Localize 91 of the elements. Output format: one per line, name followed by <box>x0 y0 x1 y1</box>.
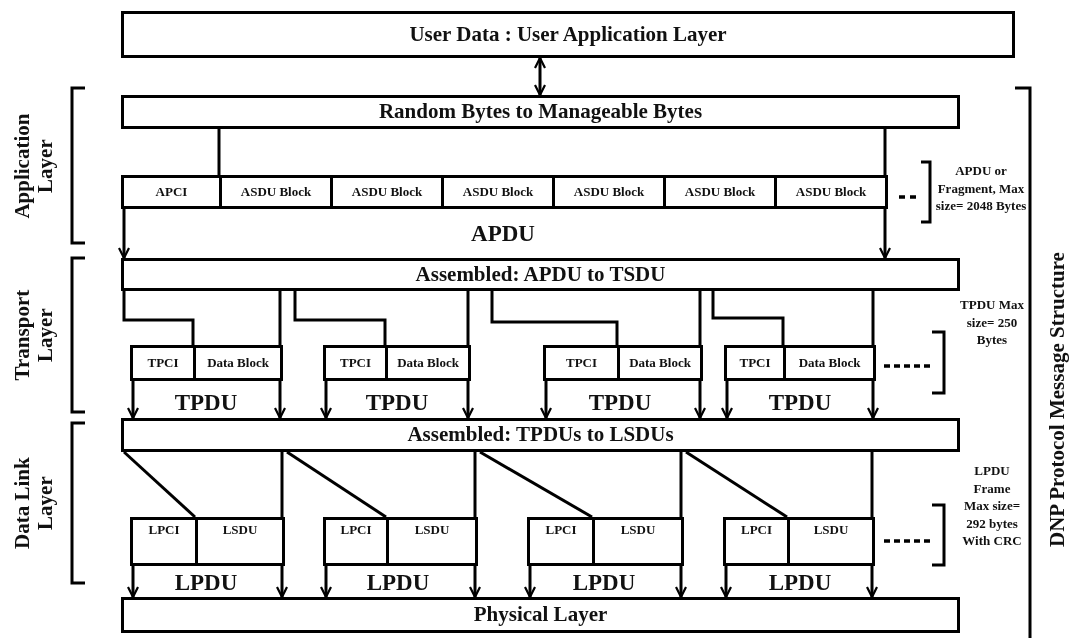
arrow <box>126 381 140 420</box>
field-box <box>724 345 786 381</box>
layer-title: Assembled: APDU to TSDU <box>415 262 666 287</box>
field-label: LPCI <box>340 523 372 538</box>
field-box <box>543 345 620 381</box>
arrow <box>533 56 547 97</box>
layer-box <box>121 597 960 633</box>
field-label: ASDU Block <box>351 184 423 200</box>
field-label: LPCI <box>740 523 773 538</box>
field-box <box>617 345 703 381</box>
field-box <box>787 517 875 566</box>
field-box <box>663 175 777 209</box>
field-label: APCI <box>155 184 188 200</box>
field-label: Data Block <box>207 355 269 371</box>
field-label: LPCI <box>545 523 577 538</box>
arrow <box>719 566 733 599</box>
field-box <box>774 175 888 209</box>
connector-line <box>123 450 196 519</box>
field-label: Data Block <box>629 355 691 371</box>
field-label: Data Block <box>397 355 459 371</box>
field-box <box>527 517 595 566</box>
layer-label: Transport Layer <box>10 288 58 383</box>
connector-line <box>293 291 387 345</box>
size-note: TPDU Max size= 250 Bytes <box>960 296 1024 349</box>
layer-box <box>121 95 960 129</box>
arrow <box>319 381 333 420</box>
pdu-label: TPDU <box>365 391 429 414</box>
field-label: TPCI <box>339 355 372 371</box>
pdu-label: LPDU <box>768 571 832 594</box>
layer-label: DNP Protocol Message Structure <box>1046 251 1070 550</box>
field-label: Data Block <box>798 355 861 371</box>
pdu-label: LPDU <box>366 571 430 594</box>
connector-line <box>122 291 195 345</box>
field-box <box>195 517 285 566</box>
arrow <box>126 566 140 599</box>
connector-line <box>286 450 387 519</box>
field-box <box>441 175 555 209</box>
field-box <box>130 517 198 566</box>
field-label: ASDU Block <box>240 184 312 200</box>
connector-line <box>490 291 619 345</box>
field-label: TPCI <box>147 355 179 371</box>
field-box <box>723 517 790 566</box>
layer-title: Assembled: TPDUs to LSDUs <box>407 423 674 447</box>
field-box <box>323 517 389 566</box>
connector-line <box>685 450 788 519</box>
pdu-label: LPDU <box>572 571 636 594</box>
field-box <box>121 175 222 209</box>
arrow <box>319 566 333 599</box>
field-box <box>193 345 283 381</box>
field-label: ASDU Block <box>462 184 534 200</box>
field-label: LPCI <box>148 523 180 538</box>
field-box <box>219 175 333 209</box>
field-box <box>783 345 876 381</box>
field-label: LSDU <box>222 523 258 538</box>
layer-title: Random Bytes to Manageable Bytes <box>378 100 703 124</box>
size-note: APDU or Fragment, Max size= 2048 Bytes <box>935 162 1027 215</box>
connector-line <box>711 291 785 345</box>
layer-box <box>121 258 960 291</box>
field-box <box>330 175 444 209</box>
field-box <box>592 517 684 566</box>
field-label: TPCI <box>739 355 771 371</box>
field-label: ASDU Block <box>573 184 645 200</box>
arrow <box>539 381 553 420</box>
field-box <box>386 517 478 566</box>
pdu-label: TPDU <box>588 391 652 414</box>
pdu-label: TPDU <box>768 391 832 414</box>
field-label: ASDU Block <box>795 184 867 200</box>
field-box <box>385 345 471 381</box>
field-label: ASDU Block <box>684 184 756 200</box>
field-label: LSDU <box>414 523 450 538</box>
connector-line <box>217 129 221 175</box>
size-note: LPDU Frame Max size= 292 bytes With CRC <box>961 462 1023 550</box>
field-box <box>323 345 388 381</box>
field-box <box>552 175 666 209</box>
pdu-label: APDU <box>471 222 535 245</box>
layer-label: Application Layer <box>10 112 58 221</box>
layer-box <box>121 418 960 452</box>
connector-line <box>479 450 593 519</box>
layer-title: Physical Layer <box>473 603 608 627</box>
field-label: LSDU <box>813 523 849 538</box>
pdu-label: TPDU <box>174 391 238 414</box>
arrow <box>117 209 131 260</box>
pdu-label: LPDU <box>174 571 238 594</box>
field-box <box>130 345 196 381</box>
layer-label: Data Link Layer <box>10 456 58 551</box>
arrow <box>720 381 734 420</box>
layer-box <box>121 11 1015 58</box>
arrow <box>523 566 537 599</box>
field-label: LSDU <box>620 523 656 538</box>
layer-title: User Data : User Application Layer <box>409 22 727 47</box>
field-label: TPCI <box>565 355 598 371</box>
